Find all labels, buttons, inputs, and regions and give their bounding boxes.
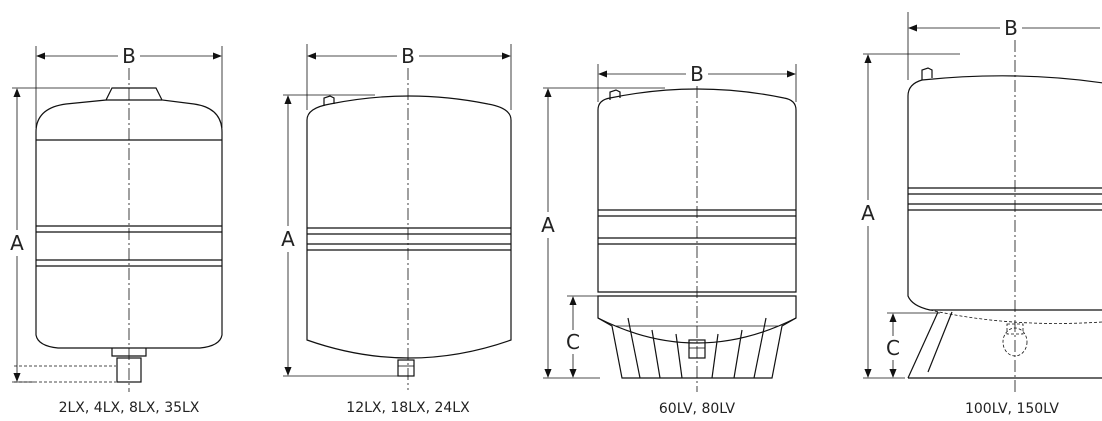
tank-2lx-35lx-drawing: [6, 44, 223, 392]
tank2-dim-b-label: B: [401, 44, 415, 68]
tank-100lv-150lv-drawing: [857, 12, 1102, 392]
tank3-dim-a-label: A: [541, 213, 555, 237]
tank3-model-caption: 60LV, 80LV: [659, 401, 736, 416]
tank2-dim-a-label: A: [281, 227, 295, 251]
tank1-model-caption: 2LX, 4LX, 8LX, 35LX: [59, 400, 200, 416]
tank3-dim-b-label: B: [690, 62, 704, 86]
tank-60lv-80lv-drawing: [537, 62, 797, 392]
tank1-dim-b-label: B: [122, 44, 136, 68]
tank-12lx-24lx-drawing: [277, 44, 512, 390]
tank3-dim-c-label: C: [566, 330, 580, 354]
tank2-model-caption: 12LX, 18LX, 24LX: [346, 400, 470, 416]
tank4-dim-c-label: C: [886, 336, 900, 360]
tank4-model-caption: 100LV, 150LV: [965, 401, 1059, 416]
tank1-dim-a-label: A: [10, 231, 24, 255]
tank4-dim-b-label: B: [1004, 16, 1018, 40]
tank4-dim-a-label: A: [861, 201, 875, 225]
